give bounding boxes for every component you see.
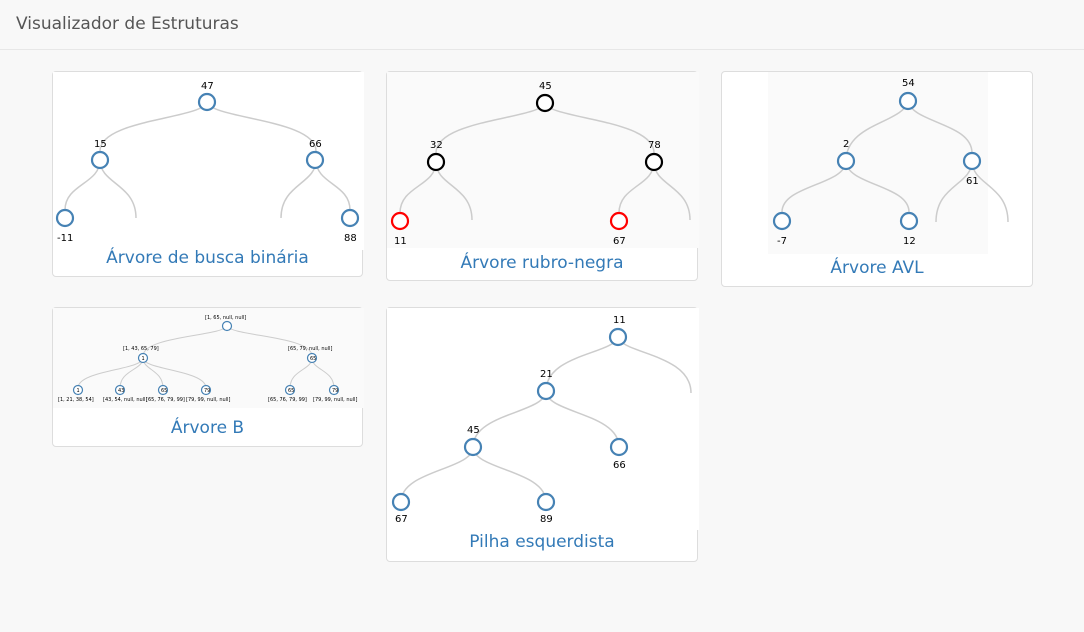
btree-node-l2a (72, 384, 84, 396)
rbt-node-78 (644, 152, 664, 172)
avl-node-54 (898, 91, 918, 111)
rbt-node-32 (426, 152, 446, 172)
avl-image (768, 72, 988, 254)
leftist-node-45 (463, 437, 483, 457)
btree-label-r2b: [79, 99, null, null] (313, 397, 357, 403)
avl-node-2 (836, 151, 856, 171)
card-binary-search-tree[interactable]: 47 15 66 -11 88 Árvore de busca binária (52, 71, 364, 277)
btree-inner-7: 79 (332, 388, 338, 394)
rbt-node-67 (609, 211, 629, 231)
btree-label-r1: [65, 79, null, null] (288, 346, 332, 352)
btree-inner-3: 79 (204, 388, 210, 394)
avl-label-12: 12 (903, 236, 916, 247)
bst-node--11 (55, 208, 75, 228)
bst-label-47: 47 (201, 81, 214, 92)
bst-node-15 (90, 150, 110, 170)
btree-node-r2b (328, 384, 340, 396)
btree-node-l2c (157, 384, 169, 396)
rbt-node-45 (535, 93, 555, 113)
rbt-label-67: 67 (613, 236, 626, 247)
avl-node-61 (962, 151, 982, 171)
btree-node-root (221, 320, 233, 332)
leftist-label-45: 45 (467, 425, 480, 436)
leftist-diagram: 11 21 45 66 67 89 (387, 308, 699, 530)
avl-label--7: -7 (777, 236, 787, 247)
leftist-label-11: 11 (613, 315, 626, 326)
rbt-label-78: 78 (648, 140, 661, 151)
leftist-node-66 (609, 437, 629, 457)
btree-inner-0: 1 (142, 356, 145, 362)
card-red-black-tree[interactable]: 45 32 78 11 67 Árvore rubro-negra (386, 71, 699, 281)
bst-diagram: 47 15 66 -11 88 (53, 72, 364, 250)
leftist-node-11 (608, 327, 628, 347)
leftist-node-21 (536, 381, 556, 401)
rbt-caption[interactable]: Árvore rubro-negra (460, 253, 624, 273)
btree-label-l1: [1, 43, 65, 79] (123, 346, 159, 352)
bst-node-88 (340, 208, 360, 228)
rbt-label-32: 32 (430, 140, 443, 151)
btree-inner-6: 65 (288, 388, 294, 394)
btree-inner-4: 1 (77, 388, 80, 394)
bst-label-15: 15 (94, 139, 107, 150)
rbt-label-45: 45 (539, 81, 552, 92)
avl-node-12 (899, 211, 919, 231)
btree-diagram: 1 43 65 79 1 65 65 79 [1, 65, null, null… (53, 308, 364, 408)
btree-label-l2a: [1, 21, 38, 54] (58, 397, 94, 403)
leftist-label-89: 89 (540, 514, 553, 525)
btree-label-l2b: [43, 54, null, null] (103, 397, 147, 403)
bst-node-47 (197, 92, 217, 112)
leftist-node-89 (536, 492, 556, 512)
btree-inner-2: 65 (161, 388, 167, 394)
rbt-node-11 (390, 211, 410, 231)
leftist-label-66: 66 (613, 460, 626, 471)
card-leftist-heap[interactable]: 11 21 45 66 67 89 Pilha esquerdista (386, 307, 699, 562)
btree-inner-5: 65 (310, 356, 316, 362)
card-avl-tree[interactable]: 54 2 61 -7 12 Árvore AVL (721, 71, 1033, 287)
avl-label-54: 54 (902, 78, 915, 89)
btree-node-l1 (137, 352, 149, 364)
leftist-label-21: 21 (540, 369, 553, 380)
rbt-label-11: 11 (394, 236, 407, 247)
btree-label-l2d: [79, 99, null, null] (186, 397, 230, 403)
avl-diagram: 54 2 61 -7 12 (768, 72, 1009, 254)
btree-inner-1: 43 (118, 388, 124, 394)
btree-label-l2c: [65, 76, 79, 99] (146, 397, 185, 403)
btree-label-r2a: [65, 76, 79, 99] (268, 397, 307, 403)
rbt-diagram: 45 32 78 11 67 (387, 72, 699, 248)
bst-node-66 (305, 150, 325, 170)
bst-label--11: -11 (57, 233, 73, 244)
avl-caption[interactable]: Árvore AVL (830, 258, 924, 278)
leftist-label-67: 67 (395, 514, 408, 525)
bst-label-88: 88 (344, 233, 357, 244)
btree-caption[interactable]: Árvore B (170, 418, 245, 438)
leftist-node-67 (391, 492, 411, 512)
bst-caption[interactable]: Árvore de busca binária (106, 248, 309, 268)
bst-label-66: 66 (309, 139, 322, 150)
leftist-caption[interactable]: Pilha esquerdista (469, 532, 615, 552)
app-title[interactable]: Visualizador de Estruturas (16, 14, 239, 34)
avl-label-61: 61 (966, 176, 979, 187)
card-b-tree[interactable]: 1 43 65 79 1 65 65 79 [1, 65, null, null… (52, 307, 364, 447)
btree-label-root: [1, 65, null, null] (205, 315, 246, 321)
avl-label-2: 2 (843, 139, 849, 150)
btree-node-r2a (284, 384, 296, 396)
btree-node-r1 (306, 352, 318, 364)
avl-node--7 (772, 211, 792, 231)
btree-node-l2d (200, 384, 212, 396)
navbar: Visualizador de Estruturas (0, 0, 1084, 50)
btree-node-l2b (114, 384, 126, 396)
